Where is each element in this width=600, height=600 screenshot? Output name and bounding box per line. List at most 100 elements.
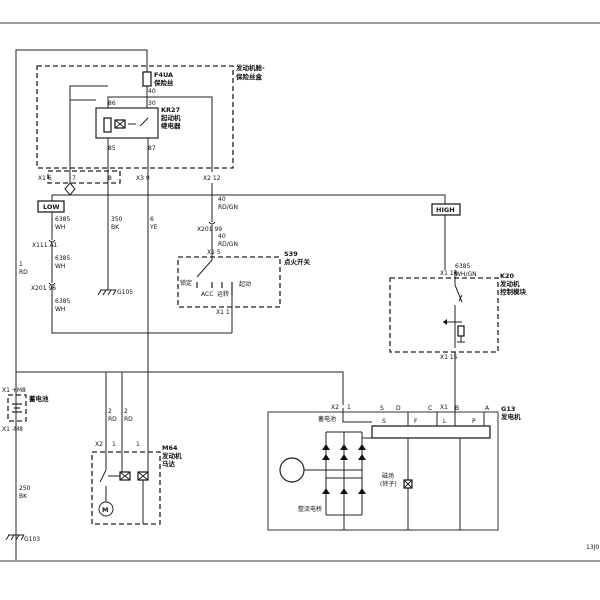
battery-pos-pin: X1 +M8 (2, 387, 26, 394)
conn-k20-x1-10: X1 10 (440, 270, 458, 277)
generator-id: G13 (501, 405, 515, 413)
connector-x1-boundary (47, 170, 121, 184)
rotor-mark-2 (403, 479, 413, 489)
wire-6385-b-color: WH (55, 263, 65, 270)
conn-m64-1b: 1 (136, 441, 140, 448)
wire-350-color: BK (111, 224, 120, 231)
starter-id: M64 (162, 444, 178, 452)
relay-kr27 (95, 107, 159, 139)
ign-pos-acc: ACC (201, 291, 213, 298)
conn-x111-icon (48, 239, 56, 243)
wire-40-a-color: RD/GN (218, 204, 238, 211)
fuse-block-boundary (36, 65, 234, 169)
rectifier-diodes-icon (322, 431, 372, 516)
wire-6-color: YE (149, 224, 158, 231)
wire-6385-a-color: WH (55, 224, 65, 231)
starter-name-2: 马达 (162, 459, 176, 468)
reg-term-l: L (443, 418, 447, 425)
relay-coil-icon (103, 117, 112, 133)
conn-g13-x1: X1 (440, 404, 448, 411)
relay-86-wire (107, 96, 148, 108)
ignition-switch-id: S39 (284, 250, 298, 258)
ignition-switch-s39 (177, 256, 281, 308)
conn-x201-96-icon (48, 282, 56, 286)
wire-6385-c-color: WH (55, 306, 65, 313)
ecm-name-1: 发动机 (499, 279, 520, 288)
fuse-block-title-2: 保险丝盒 (235, 72, 263, 81)
reg-term-s: S (382, 418, 386, 425)
high-label: HIGH (436, 206, 455, 214)
wire-2-a-circuit: 2 (108, 408, 112, 415)
conn-x2-12: X2 12 (203, 175, 221, 182)
relay-diode-mark-2 (114, 119, 126, 129)
relay-contact-icon (139, 117, 149, 127)
conn-s39-x1-5: X1 5 (207, 249, 221, 256)
wire-2-b-color: RD (124, 416, 133, 423)
voltage-regulator (371, 425, 491, 439)
relay-name-2: 继电器 (161, 121, 181, 130)
relay-id: KR27 (161, 106, 180, 114)
battery (7, 394, 27, 422)
conn-x201-99-icon (208, 221, 216, 225)
ign-pos-lock: 锁定 (180, 279, 192, 287)
wire-350-circuit: 350 (111, 216, 123, 223)
wire-2-a-color: RD (108, 416, 117, 423)
term-s: S (380, 405, 384, 412)
conn-m64-x2: X2 (95, 441, 103, 448)
fuse-name: 保险丝 (153, 78, 174, 87)
ecm-resistor-icon (457, 325, 465, 337)
bplus-bus-2 (106, 371, 344, 405)
relay-name-1: 起动机 (160, 113, 181, 122)
ecm-switch-arrow (458, 294, 463, 302)
ground-g103-label: G103 (24, 536, 40, 543)
conn-g13-1: 1 (347, 404, 351, 411)
wire-6385-wg-circuit: 6385 (455, 263, 470, 270)
ground-g103-icon (5, 534, 25, 541)
conn-s39-x1-1: X1 1 (216, 309, 230, 316)
bus-wire-195 (52, 194, 446, 205)
conn-x1-6: X1 6 (38, 175, 52, 182)
low-label-box (37, 200, 65, 213)
relay-pin-85: 85 (108, 145, 116, 152)
conn-x201-99: X201 99 (197, 226, 222, 233)
ignition-switch-blade-icon (196, 259, 213, 278)
wire-2-b-circuit: 2 (124, 408, 128, 415)
wire-40-a-circuit: 40 (218, 196, 226, 203)
ecm-switch-icon (454, 284, 463, 303)
conn-8: 8 (108, 175, 112, 182)
ecm-name-2: 控制模块 (500, 287, 527, 296)
ground-g105-icon (97, 289, 117, 296)
fuse-block-title-1: 发动机舱- (235, 63, 265, 72)
conn-m64-1: 1 (112, 441, 116, 448)
relay-pin-30: 30 (148, 100, 156, 107)
reg-term-p: P (472, 418, 476, 425)
wire-6385-b-circuit: 6385 (55, 255, 70, 262)
term-d: D (396, 405, 401, 412)
wire-250-circuit: 250 (19, 485, 31, 492)
wire-250-color: BK (19, 493, 28, 500)
motor-symbol: M (102, 506, 108, 514)
high-label-box (431, 203, 461, 216)
generator-g13 (267, 411, 499, 531)
page-code: 13J0 (586, 544, 599, 551)
relay-pin-86: 86 (108, 100, 116, 107)
battery-name: 蓄电池 (29, 394, 49, 403)
term-c: C (428, 405, 432, 412)
ign-pos-start: 起动 (239, 280, 251, 288)
wire-40-b-circuit: 40 (218, 233, 226, 240)
solenoid-mark-2 (119, 471, 131, 481)
wire-1-rd-color: RD (19, 269, 28, 276)
generator-battery-label: 蓄电池 (318, 415, 336, 423)
ground-g105-label: G105 (117, 289, 133, 296)
reg-term-f: F (414, 418, 418, 425)
fuse-pin: 40 (148, 88, 156, 95)
starter-m64 (91, 451, 161, 525)
ecm-k20 (389, 277, 499, 353)
conn-x201-96: X201 96 (31, 285, 56, 292)
wire-6385-c-line (51, 286, 232, 334)
fuse-f4ua (142, 71, 152, 87)
battery-neg-pin: X1 -M8 (2, 426, 23, 433)
relay-loop-wire (69, 85, 108, 101)
